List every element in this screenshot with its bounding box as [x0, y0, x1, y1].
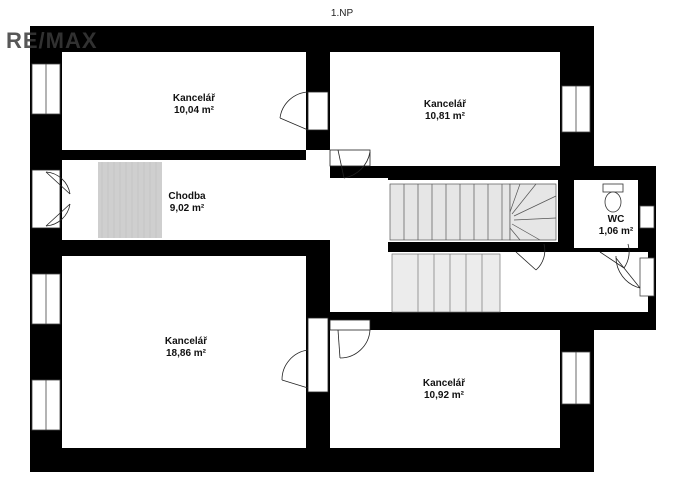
room-label-office-4: Kancelář 10,92 m² — [423, 378, 465, 402]
room-area: 1,06 m² — [598, 226, 634, 237]
room-area: 18,86 m² — [165, 348, 207, 359]
interior-walls — [62, 52, 574, 448]
wall-seg — [62, 150, 306, 160]
office-4-floor — [330, 330, 560, 448]
doors — [279, 91, 641, 393]
room-label-corridor: Chodba 9,02 m² — [168, 191, 205, 215]
room-name: Kancelář — [172, 93, 216, 104]
wall-seg — [558, 178, 574, 252]
wall-seg — [330, 312, 560, 330]
office-3-floor — [62, 256, 306, 448]
window — [639, 257, 655, 297]
room-label-office-1: Kancelář 10,04 m² — [173, 93, 215, 117]
wall-seg — [306, 256, 330, 318]
lower-stairs — [391, 253, 501, 313]
room-area: 10,81 m² — [424, 111, 466, 122]
room-name: Kancelář — [423, 99, 467, 110]
room-label-office-3: Kancelář 18,86 m² — [165, 336, 207, 360]
office-1-floor — [62, 52, 306, 150]
room-name: WC — [607, 214, 625, 225]
entrance-door — [31, 169, 71, 229]
windows — [31, 63, 655, 431]
room-name: Chodba — [168, 191, 206, 202]
wall-seg — [306, 392, 330, 448]
window — [639, 205, 655, 229]
floor-title: 1.NP — [330, 8, 354, 19]
corridor-rug — [98, 162, 162, 238]
toilet-icon — [602, 183, 624, 213]
wall-seg — [388, 242, 508, 252]
room-area: 9,02 m² — [169, 203, 205, 214]
wall-seg — [62, 240, 330, 256]
room-area: 10,04 m² — [173, 105, 215, 116]
corridor-link — [306, 150, 330, 160]
wall-seg — [330, 166, 560, 178]
room-label-office-2: Kancelář 10,81 m² — [424, 99, 466, 123]
upper-stairs — [389, 183, 557, 241]
room-name: Kancelář — [422, 378, 466, 389]
wall-seg — [306, 130, 330, 150]
room-name: Kancelář — [164, 336, 208, 347]
brand-logo: RE/MAX — [6, 28, 98, 53]
room-label-wc: WC 1,06 m² — [599, 214, 633, 238]
wall-seg — [306, 52, 330, 92]
rug-lines — [101, 162, 157, 238]
hall-floor — [330, 178, 388, 322]
room-area: 10,92 m² — [423, 390, 465, 401]
office-2-floor — [330, 52, 560, 166]
